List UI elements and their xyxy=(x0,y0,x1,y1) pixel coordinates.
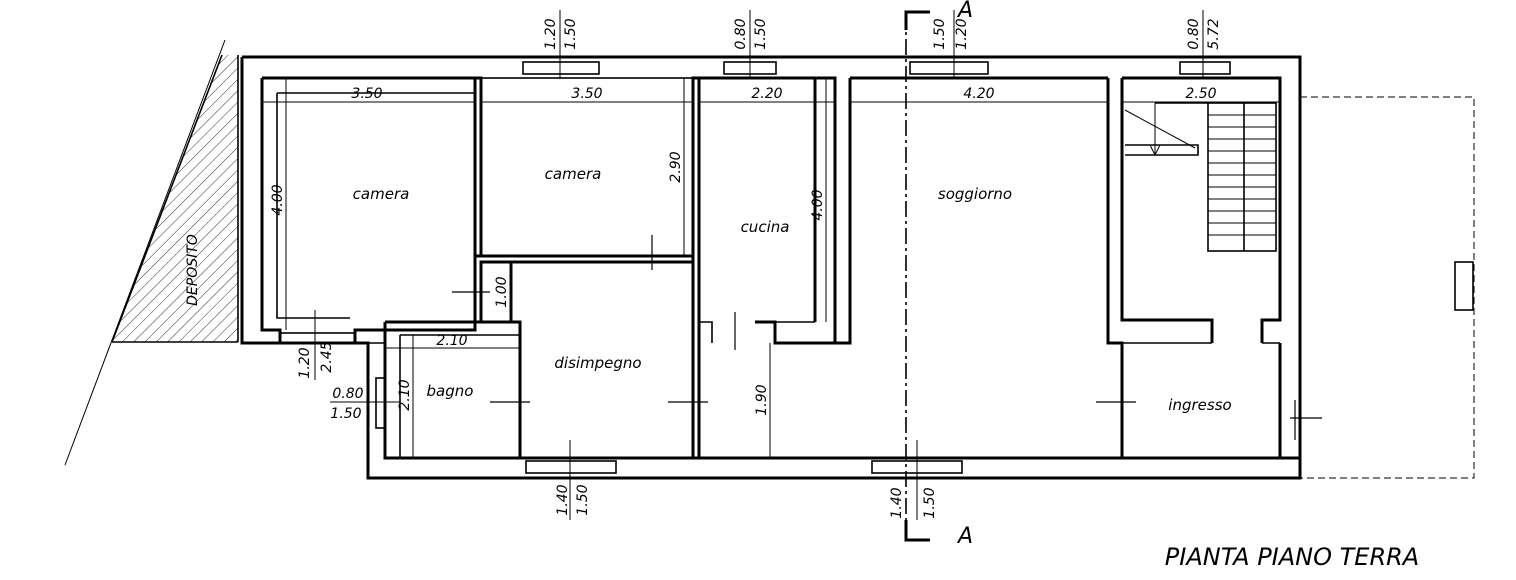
dim-win-bottom-2-a: 1.40 xyxy=(889,487,905,518)
dim-disimpegno-gap: 1.00 xyxy=(494,276,510,307)
room-label-soggiorno: soggiorno xyxy=(938,185,1012,203)
room-label-cucina: cucina xyxy=(741,218,790,236)
dim-win-top-2-a: 0.80 xyxy=(733,18,749,49)
dim-soggiorno-width: 4.20 xyxy=(963,86,994,102)
dim-win-left-a: 1.20 xyxy=(297,347,313,378)
dim-camera-2-width: 3.50 xyxy=(571,86,602,102)
room-label-camera-1: camera xyxy=(353,185,410,203)
dim-camera-1-depth: 4.00 xyxy=(270,184,286,215)
dim-cucina-depth: 4.00 xyxy=(810,189,826,220)
dim-bagno-width: 2.10 xyxy=(436,333,467,349)
dim-win-top-4-b: 5.72 xyxy=(1206,18,1222,49)
dim-camera-1-width: 3.50 xyxy=(351,86,382,102)
dim-win-top-2-b: 1.50 xyxy=(753,18,769,49)
window-camera xyxy=(279,332,356,344)
dim-win-top-3-a: 1.50 xyxy=(932,18,948,49)
dim-camera-2-depth: 2.90 xyxy=(668,151,684,182)
dim-win-top-3-b: 1.20 xyxy=(954,18,970,49)
plan-title: PIANTA PIANO TERRA xyxy=(1165,543,1419,571)
dim-win-bottom-2-b: 1.50 xyxy=(922,487,938,518)
section-marker-top: A xyxy=(956,0,973,23)
deposito-area: DEPOSITO xyxy=(64,39,239,466)
dim-win-top-1-a: 1.20 xyxy=(543,18,559,49)
dimension-lines xyxy=(262,10,1322,520)
dim-win-top-4-a: 0.80 xyxy=(1186,18,1202,49)
section-line-a: A A xyxy=(904,0,973,549)
section-marker-bottom: A xyxy=(956,524,973,549)
deposito-label: DEPOSITO xyxy=(185,234,201,306)
dim-win-left-b: 2.45 xyxy=(319,341,335,372)
dim-cucina-width: 2.20 xyxy=(751,86,782,102)
windows-bottom xyxy=(525,460,963,474)
dim-stair-width: 2.50 xyxy=(1185,86,1216,102)
window-bagno xyxy=(375,377,386,429)
dim-win-bottom-1-a: 1.40 xyxy=(555,484,571,515)
dim-win-bagno-b: 1.50 xyxy=(330,406,361,422)
room-label-bagno: bagno xyxy=(427,382,474,400)
dim-corridor-depth: 1.90 xyxy=(754,384,770,415)
room-label-disimpegno: disimpegno xyxy=(554,354,641,372)
inner-walls xyxy=(276,76,1300,460)
room-label-ingresso: ingresso xyxy=(1168,396,1231,414)
room-label-camera-2: camera xyxy=(545,165,602,183)
dim-win-top-1-b: 1.50 xyxy=(563,18,579,49)
porch xyxy=(1300,96,1475,479)
dim-win-bottom-1-b: 1.50 xyxy=(575,484,591,515)
stairs xyxy=(1124,102,1277,252)
windows-top xyxy=(522,61,1231,75)
dim-bagno-depth: 2.10 xyxy=(397,379,413,410)
dim-win-bagno-a: 0.80 xyxy=(332,386,363,402)
